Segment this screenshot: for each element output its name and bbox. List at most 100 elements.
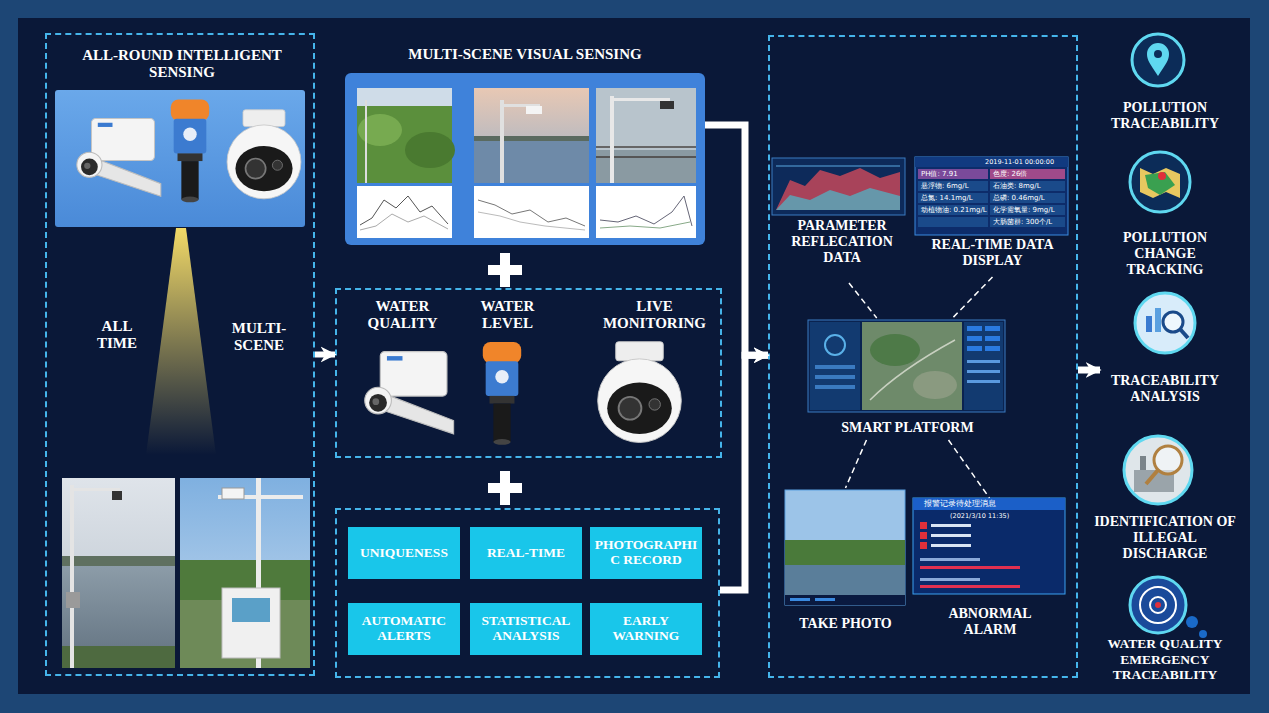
map-icon [1140,168,1180,198]
dashed-connector [849,283,877,318]
platform-screen [815,385,855,389]
target-icon [1130,577,1207,638]
sensor-photo [77,119,161,197]
page-frame [18,18,1250,694]
dashed-group: ALL-ROUND INTELLIGENT SENSINGALL TIMEMUL… [45,33,315,676]
platform-screen [964,322,1003,410]
node-label: WATER LEVEL [465,298,550,333]
discharge-icon [1124,436,1192,504]
device-icons [365,342,682,445]
map-icon [1145,172,1175,195]
feature-label: EARLY WARNING [590,603,702,655]
platform-screen [815,375,855,379]
photo-screen [815,598,835,601]
screen-node: ABNORMAL ALARM [912,498,1067,643]
plus-sign [488,265,522,275]
node-label: SMART PLATFORM [805,420,1010,436]
node-label: WATER QUALITY EMERGENCY TRACEABILITY [1090,636,1240,683]
analysis-icon [1135,293,1195,353]
site-photo [62,556,175,566]
node-label: TAKE PHOTO [783,616,908,632]
flow-arrow [720,355,768,590]
pin-icon [1154,50,1162,58]
site-photo [180,478,310,668]
visual-panel [596,88,696,183]
parameter-screen [776,166,900,167]
parameter-screen [772,158,905,215]
feature-label: UNIQUENESS [348,527,460,579]
visual-panel [600,222,690,228]
discharge-icon [1124,436,1192,504]
platform-screen [967,370,1000,373]
platform-screen [862,322,962,410]
visual-panel [360,196,448,225]
analysis-icon [1135,293,1195,353]
site-photo [62,478,175,668]
map-icon [1158,172,1166,180]
site-photo [112,491,122,500]
node-label: POLLUTION CHANGE TRACKING [1110,230,1220,278]
platform-screen [985,336,1000,341]
visual-panel [600,196,692,226]
visual-panel [360,214,448,230]
alarm-screen [931,524,971,527]
visual-panel [345,73,705,245]
node-label: WATER QUALITY [355,298,450,333]
map-icon [1130,152,1190,212]
site-photo [62,478,175,668]
site-photo [70,488,120,491]
photo-screen [785,595,905,605]
visual-panel [474,88,589,183]
alarm-screen [931,534,971,537]
platform-screen [870,340,955,400]
data-screen [990,217,1065,227]
node-label: IDENTIFICATION OF ILLEGAL DISCHARGE [1090,514,1240,562]
visual-panel [474,136,589,141]
visual-panel [610,96,614,183]
data-screen [990,181,1065,191]
node-label: REAL-TIME DATA DISPLAY [915,237,1070,269]
dashed-group: PARAMETER REFLECATION DATAREAL-TIME DATA… [768,35,1078,678]
visual-panel [357,186,452,238]
site-photo [66,592,80,608]
photo-screen [790,598,810,601]
feature-label: STATISTICAL ANALYSIS [470,603,582,655]
alarm-screen [913,498,1065,510]
target-icon [1186,616,1198,628]
alarm-screen [920,566,1020,569]
screen-node: TAKE PHOTO [783,488,908,638]
alarm-screen [913,498,1065,594]
parameter-screen [772,158,905,215]
photo-screen [785,490,905,605]
screen-node: SMART PLATFORM [805,318,1010,440]
function-icon: POLLUTION TRACEABILITY [1095,30,1235,140]
visual-panel [596,186,696,238]
node-label: LIVE MONITORING [592,298,717,333]
platform-screen [985,346,1000,351]
pin-icon [1132,34,1184,86]
light-cone [146,228,216,455]
discharge-icon [1154,446,1182,474]
sensor-photo [55,90,305,227]
analysis-icon [1180,329,1188,338]
dashed-group: WATER QUALITY WATER LEVEL LIVE MONITORING [335,288,722,458]
alarm-screen [913,498,1065,594]
parameter-screen [776,168,900,210]
analysis-icon [1155,308,1161,332]
screen-text: 2019-11-01 00:00:00 [985,159,1054,166]
feature-box: EARLY WARNING [590,603,702,655]
platform-screen [985,326,1000,331]
platform-screen [815,365,855,369]
dashed-connector [846,440,867,488]
parameter-screen [776,188,900,210]
platform-screen [825,335,845,355]
discharge-icon [1146,470,1158,484]
screen-text: PH值: 7.91 [921,171,958,178]
platform-screen [810,322,860,410]
feature-box: REAL-TIME [470,527,582,579]
pin-icon [1147,43,1169,76]
light-cone [146,228,216,455]
site-photo [180,478,310,668]
